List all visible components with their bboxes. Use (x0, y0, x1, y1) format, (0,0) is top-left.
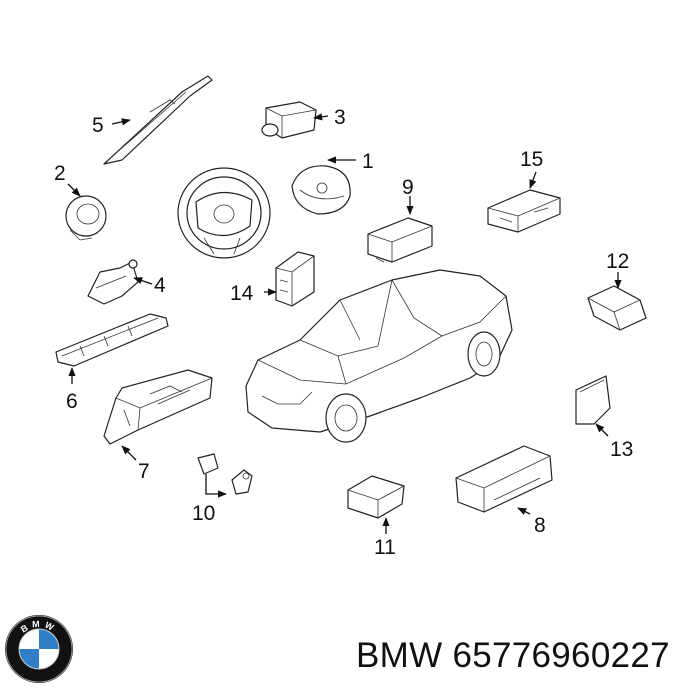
caption-brand: BMW (356, 636, 443, 675)
part-4-sensor (87, 259, 139, 305)
part-number-caption: BMW 65776960227 (356, 636, 670, 676)
callout-7: 7 (138, 460, 150, 483)
caption-part-number: 65776960227 (452, 636, 670, 675)
callout-15: 15 (520, 148, 543, 171)
part-15-control-unit (487, 189, 561, 233)
callout-labels: 1 2 3 4 5 6 7 8 9 10 11 12 13 14 15 (54, 106, 633, 559)
leader-lines (67, 113, 622, 534)
callout-11: 11 (374, 536, 396, 559)
steering-wheel (177, 167, 271, 259)
part-8-control-unit (455, 445, 553, 513)
part-12-sensor (587, 285, 647, 331)
callout-13: 13 (610, 438, 633, 461)
callout-9: 9 (402, 176, 414, 199)
part-2-clock-spring (65, 195, 107, 241)
callout-12: 12 (606, 250, 629, 273)
callout-3: 3 (334, 106, 346, 129)
callout-1: 1 (362, 150, 374, 173)
callout-14: 14 (230, 282, 254, 305)
part-5-head-airbag (103, 75, 213, 165)
car-silhouette (245, 269, 513, 443)
callout-2: 2 (54, 162, 66, 185)
part-10-sensors (197, 453, 253, 495)
callout-10: 10 (192, 502, 215, 525)
part-3-module (261, 101, 317, 139)
part-9-control-unit (367, 217, 433, 263)
callout-6: 6 (66, 390, 78, 413)
callout-4: 4 (154, 274, 166, 297)
bmw-logo-icon: BMW (5, 615, 73, 683)
part-1-driver-airbag (291, 165, 351, 215)
part-11-module (347, 475, 405, 519)
callout-5: 5 (92, 114, 104, 137)
part-14-module (275, 251, 315, 307)
part-13-side-airbag (575, 375, 611, 425)
part-7-knee-airbag (103, 369, 213, 445)
part-6-knee-bracket (55, 313, 169, 367)
callout-8: 8 (534, 514, 546, 537)
